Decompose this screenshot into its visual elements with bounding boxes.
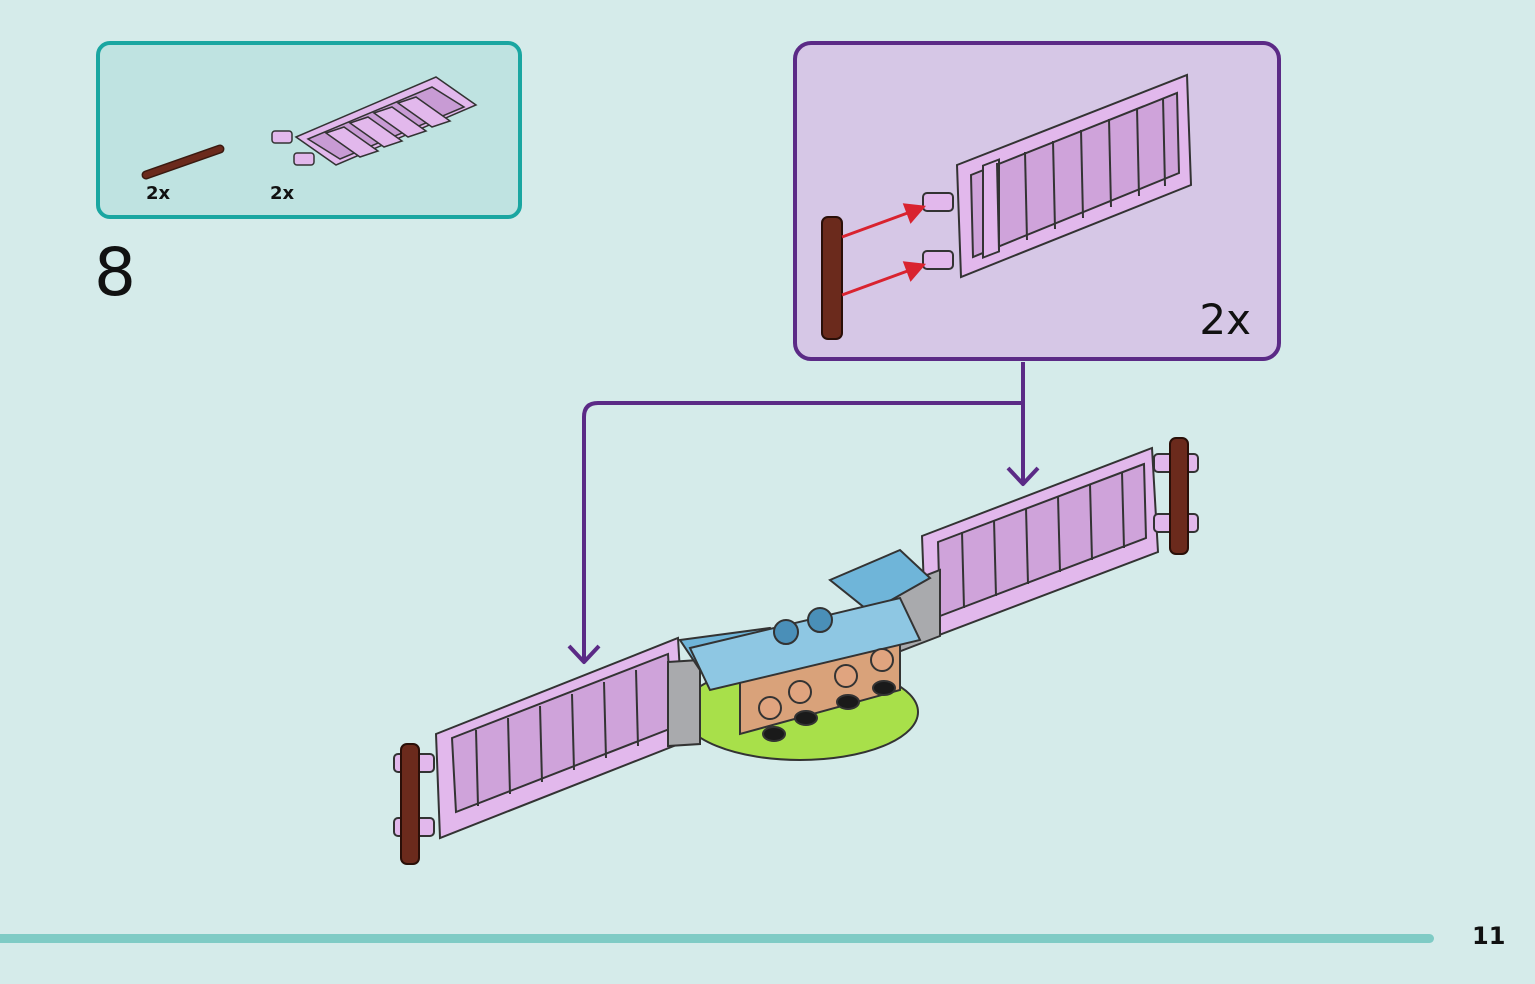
- step-number: 8: [94, 234, 136, 311]
- clip-4: [870, 648, 894, 672]
- callout-brown-bar: [821, 216, 843, 340]
- brown-bar-quantity: 2x: [146, 183, 171, 204]
- grey-bricks-left: [667, 658, 701, 748]
- blue-slope-right: [828, 548, 932, 614]
- subassembly-callout: 2x: [793, 41, 1281, 361]
- parts-list-box: 2x 2x: [96, 41, 522, 219]
- callout-quantity: 2x: [1199, 295, 1251, 344]
- clip-2: [788, 680, 812, 704]
- brown-bar-part-image: [141, 144, 225, 180]
- clip-1: [758, 696, 782, 720]
- left-post: [400, 743, 420, 865]
- right-post: [1169, 437, 1189, 555]
- red-arrow-lower: [841, 267, 914, 297]
- footer-progress-bar: [0, 934, 1434, 943]
- red-arrow-upper: [841, 209, 914, 239]
- lavender-fence-part-image: [271, 76, 478, 166]
- lavender-fence-quantity: 2x: [270, 183, 295, 204]
- page-number: 11: [1472, 922, 1506, 950]
- clip-3: [834, 664, 858, 688]
- callout-illustration: [821, 73, 1193, 340]
